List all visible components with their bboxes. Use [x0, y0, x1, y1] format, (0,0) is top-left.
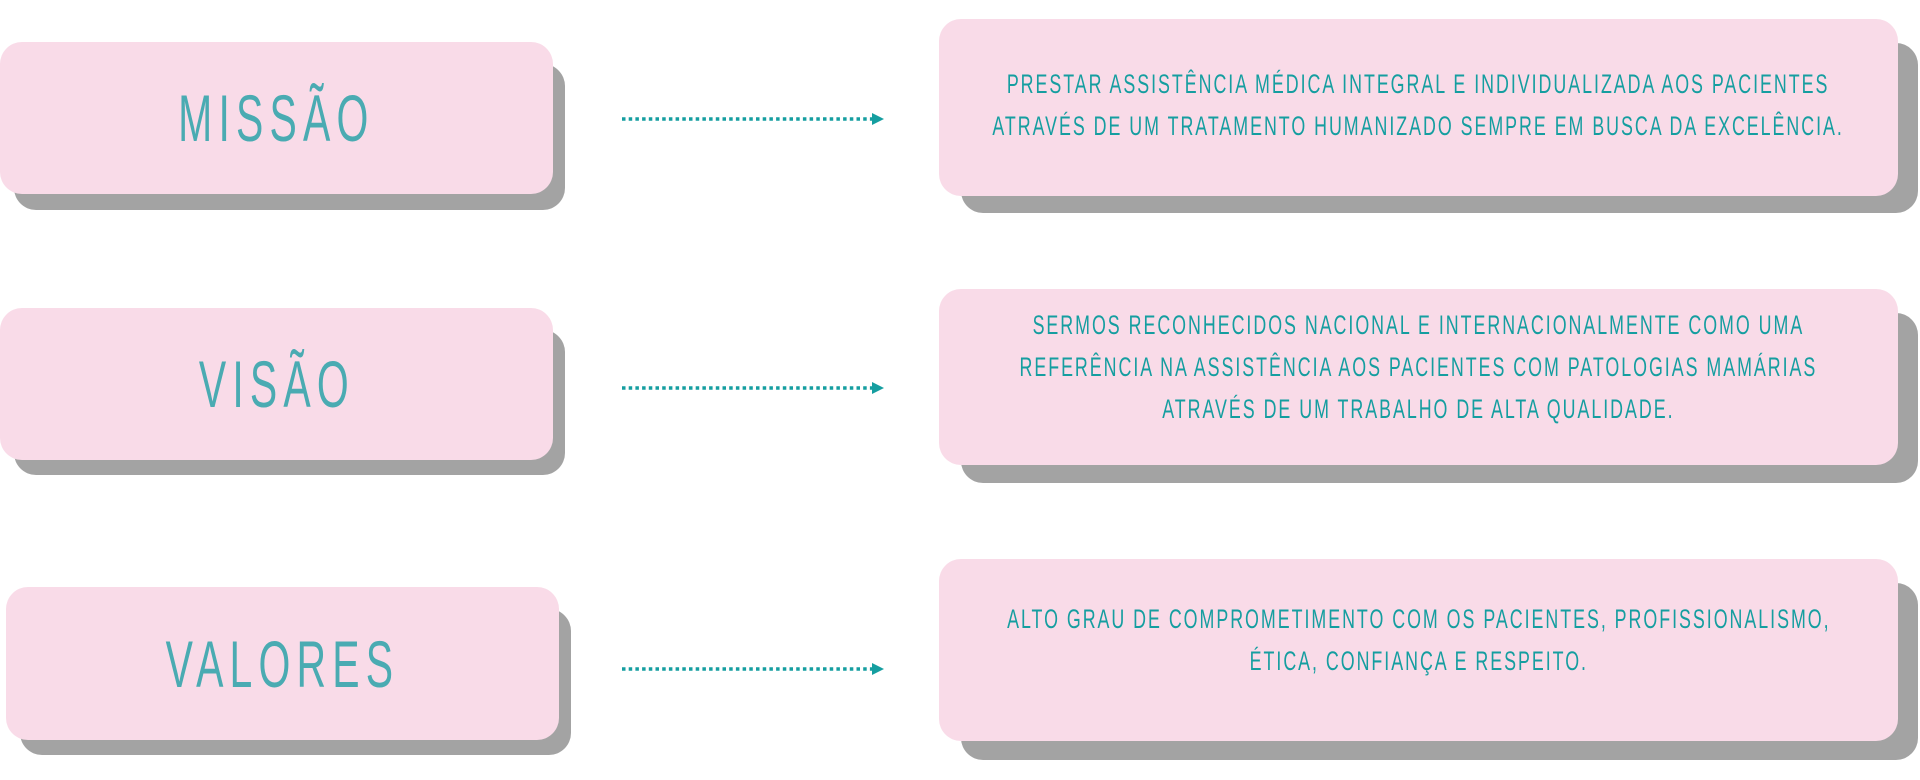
missao-description-line: ATRAVÉS DE UM TRATAMENTO HUMANIZADO SEMP…	[992, 111, 1845, 141]
valores-label-card: VALORES	[6, 587, 559, 740]
visao-description-card: SERMOS RECONHECIDOS NACIONAL E INTERNACI…	[939, 289, 1898, 465]
visao-description: SERMOS RECONHECIDOS NACIONAL E INTERNACI…	[1020, 304, 1818, 430]
dotted-arrow-right-icon	[622, 113, 884, 125]
valores-description: ALTO GRAU DE COMPROMETIMENTO COM OS PACI…	[1007, 598, 1830, 682]
visao-description-line: ATRAVÉS DE UM TRABALHO DE ALTA QUALIDADE…	[1162, 394, 1675, 424]
missao-description-card: PRESTAR ASSISTÊNCIA MÉDICA INTEGRAL E IN…	[939, 19, 1898, 196]
missao-description: PRESTAR ASSISTÊNCIA MÉDICA INTEGRAL E IN…	[993, 63, 1845, 147]
missao-label: MISSÃO	[178, 81, 375, 155]
visao-label-card: VISÃO	[0, 308, 553, 460]
valores-description-line: ALTO GRAU DE COMPROMETIMENTO COM OS PACI…	[1006, 604, 1831, 634]
visao-description-line: SERMOS RECONHECIDOS NACIONAL E INTERNACI…	[1032, 310, 1805, 340]
visao-label: VISÃO	[198, 347, 355, 421]
visao-description-line: REFERÊNCIA NA ASSISTÊNCIA AOS PACIENTES …	[1019, 352, 1818, 382]
dotted-arrow-right-icon	[622, 663, 884, 675]
valores-description-card: ALTO GRAU DE COMPROMETIMENTO COM OS PACI…	[939, 559, 1898, 741]
valores-description-line: ÉTICA, CONFIANÇA E RESPEITO.	[1249, 646, 1588, 676]
missao-label-card: MISSÃO	[0, 42, 553, 194]
missao-description-line: PRESTAR ASSISTÊNCIA MÉDICA INTEGRAL E IN…	[1007, 69, 1830, 99]
valores-label: VALORES	[165, 626, 400, 701]
dotted-arrow-right-icon	[622, 382, 884, 394]
